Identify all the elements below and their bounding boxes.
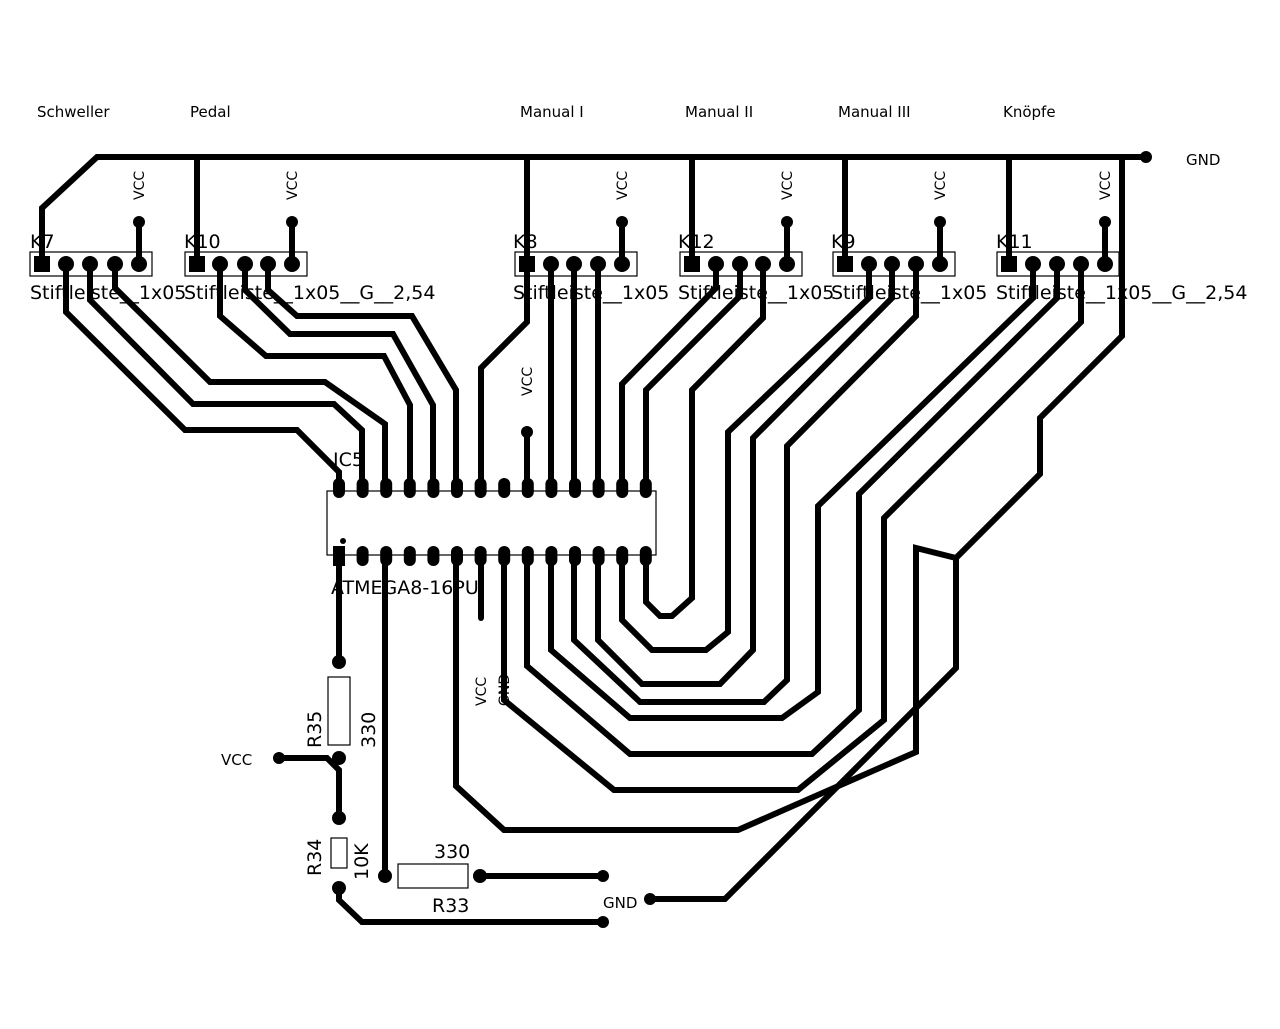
ic-pin-bottom-13 [616,546,629,566]
vcc-label-k12: VCC [780,171,796,200]
ic-pin-top-7 [474,478,487,498]
vcc-label-k9: VCC [933,171,949,200]
ic-pin-top-8 [498,478,511,498]
ic-pin-bottom-10 [545,546,558,566]
ic-pin-top-6 [451,478,463,498]
gnd-label-bottom: GND [603,894,637,912]
ic-pin-bottom-9 [521,546,534,566]
connector-k8 [514,251,638,277]
resistor-r35 [327,676,351,746]
vcc-label-ic-bottom: VCC [474,677,490,706]
connector-value-k8: Stiftleiste__1x05 [513,282,669,304]
ic-pin-bottom-4 [403,546,416,566]
gnd-label-top: GND [1186,151,1220,169]
gnd-bus [39,151,1152,561]
connector-value-k7: Stiftleiste__1x05 [30,282,186,304]
connector-k7 [29,251,153,277]
connector-ref-k12: K12 [678,231,715,253]
signal-traces-bottom [453,261,1084,833]
connector-k11 [996,251,1120,277]
group-label-manual-1: Manual I [520,103,584,121]
connector-ref-k8: K8 [513,231,538,253]
group-label-pedal: Pedal [190,103,231,121]
resistor-value-r34: 10K [351,843,373,880]
connector-value-k10: Stiftleiste__1x05__G__2,54 [184,282,435,304]
ic-pin-top-11 [569,478,581,498]
ic-pin-bottom-11 [569,546,581,566]
connector-ref-k7: K7 [30,231,55,253]
vcc-label-reset: VCC [221,751,252,769]
vcc-stubs [133,216,1111,265]
connector-value-k11: Stiftleiste__1x05__G__2,54 [996,282,1247,304]
group-label-manual-2: Manual II [685,103,753,121]
ic-pin-bottom-2 [356,546,369,566]
group-label-schweller: Schweller [37,103,110,121]
reset-circuit [273,549,959,928]
ic-atmega8 [326,478,657,566]
resistor-ref-r33: R33 [432,895,469,917]
ic-pin-top-10 [545,478,558,498]
group-label-knoepfe: Knöpfe [1003,103,1056,121]
ic-pin-bottom-7 [474,546,487,566]
connector-k12 [679,251,803,277]
ic-pin-bottom-5 [427,546,440,566]
connector-value-k9: Stiftleiste__1x05 [831,282,987,304]
resistor-value-r35: 330 [358,712,380,748]
ic-pin-top-1 [333,478,345,498]
ic-pin-top-9 [521,478,534,498]
ic-pin-top-4 [403,478,416,498]
ic-pin-top-5 [427,478,440,498]
vcc-label-k11: VCC [1098,171,1114,200]
vcc-label-k8: VCC [615,171,631,200]
gnd-label-ic-bottom: GND [497,674,513,706]
ic-ref: IC5 [333,449,364,471]
connector-value-k12: Stiftleiste__1x05 [678,282,834,304]
resistor-r34 [330,837,348,869]
vcc-label-k10: VCC [285,171,301,200]
resistor-value-r33: 330 [434,841,470,863]
signal-traces-top [63,261,743,493]
ic-pin-top-13 [616,478,629,498]
ic-pin-top-12 [592,478,605,498]
connector-k10 [184,251,308,277]
connector-ref-k10: K10 [184,231,221,253]
ic-pin-top-14 [639,478,652,498]
resistor-ref-r34: R34 [304,839,326,876]
ic-pin-bottom-6 [451,546,463,566]
connector-ref-k9: K9 [831,231,856,253]
vcc-label-ic: VCC [520,367,536,396]
ic-pin-bottom-8 [498,546,511,566]
ic-pin-bottom-12 [592,546,605,566]
ic-pin-top-3 [380,478,393,498]
connector-k9 [832,251,956,277]
connector-ref-k11: K11 [996,231,1033,253]
vcc-label-k7: VCC [132,171,148,200]
ic-pin-bottom-14 [639,546,652,566]
ic-pin-top-2 [356,478,369,498]
ic-value: ATMEGA8-16PU [331,577,479,599]
group-label-manual-3: Manual III [838,103,911,121]
resistor-r33 [397,863,469,889]
resistor-ref-r35: R35 [304,711,326,748]
